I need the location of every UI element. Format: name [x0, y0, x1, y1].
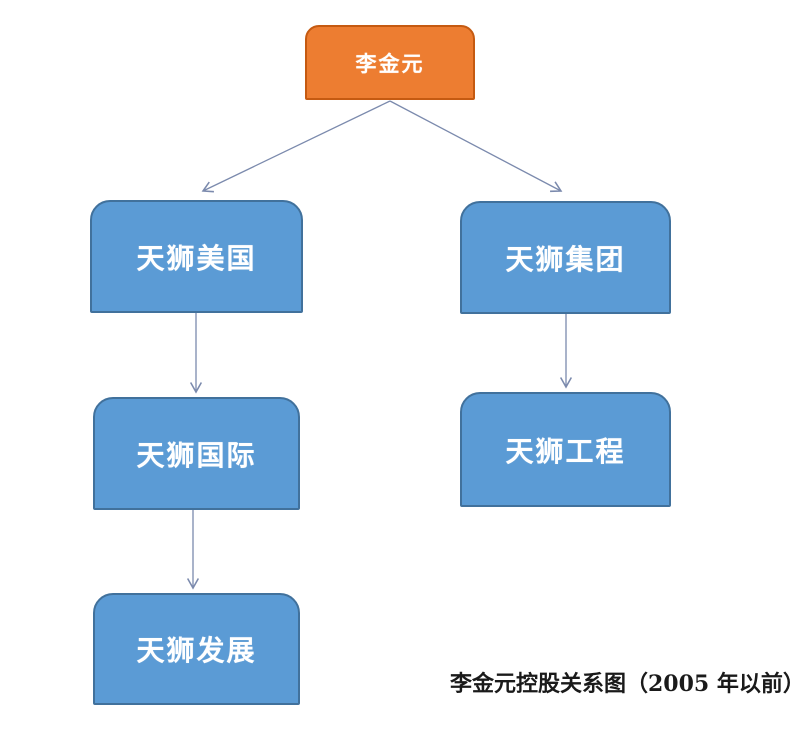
node-tiens-intl: 天狮国际	[93, 397, 300, 510]
node-li-jinyuan: 李金元	[305, 25, 475, 100]
caption-text: 李金元控股关系图（2005 年以前）	[450, 671, 793, 697]
node-tiens-eng: 天狮工程	[460, 392, 671, 507]
node-label-tiens-group: 天狮集团	[505, 242, 626, 276]
node-tiens-usa: 天狮美国	[90, 200, 303, 313]
node-label-tiens-intl: 天狮国际	[136, 438, 257, 472]
diagram-caption: 李金元控股关系图（2005 年以前）↵	[450, 666, 793, 698]
node-tiens-group: 天狮集团	[460, 201, 671, 314]
node-label-tiens-dev: 天狮发展	[136, 634, 257, 667]
node-label-li-jinyuan: 李金元	[355, 51, 425, 76]
edge-root-to-usa	[201, 100, 391, 193]
node-tiens-dev: 天狮发展	[93, 593, 300, 705]
edge-root-to-group	[389, 100, 563, 193]
node-label-tiens-usa: 天狮美国	[136, 241, 257, 275]
node-label-tiens-eng: 天狮工程	[505, 434, 626, 468]
